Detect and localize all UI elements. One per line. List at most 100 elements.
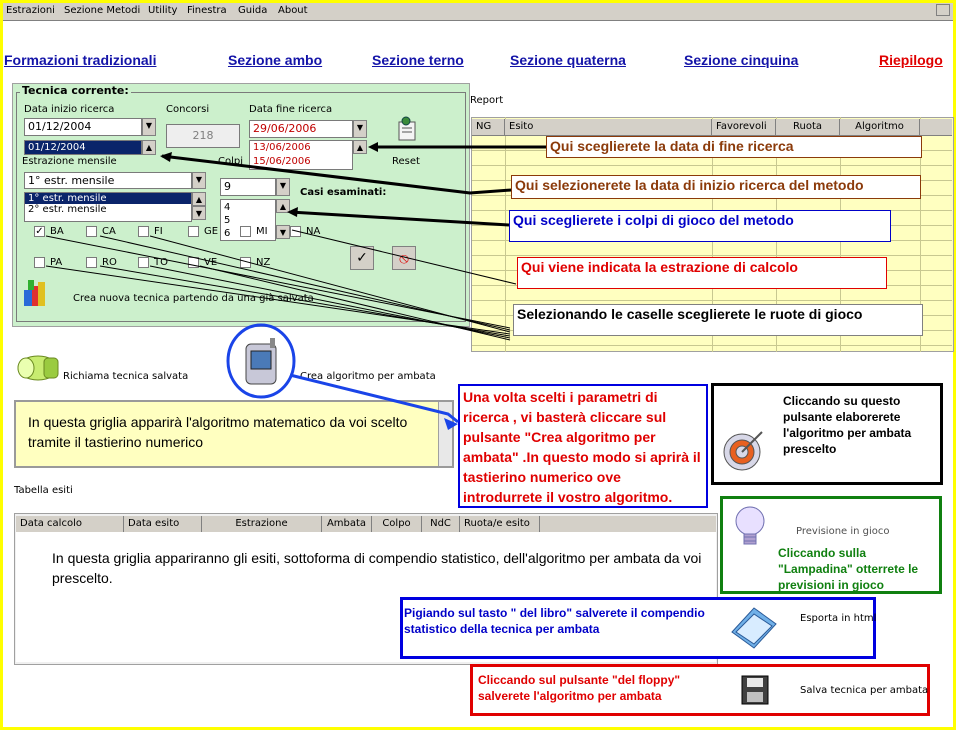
menu-estrazioni[interactable]: Estrazioni xyxy=(6,5,55,16)
column-header[interactable]: Ambata xyxy=(322,516,372,533)
column-header[interactable]: Colpo xyxy=(372,516,422,533)
estrazione-list-item[interactable]: 2° estr. mensile xyxy=(28,204,107,215)
ruota-label: PA xyxy=(50,257,63,268)
deselect-all-stop-button[interactable]: ⦸ xyxy=(392,246,416,270)
reset-label: Reset xyxy=(392,156,420,167)
ruota-ba-checkbox[interactable]: ✓ xyxy=(34,226,45,237)
ruota-to-checkbox[interactable] xyxy=(138,257,149,268)
data-inizio-label: Data inizio ricerca xyxy=(24,104,115,115)
lampadina-icon[interactable] xyxy=(730,503,770,551)
ruota-label: BA xyxy=(50,226,64,237)
ruota-fi-checkbox[interactable] xyxy=(138,226,149,237)
column-header[interactable]: Ruota/e esito xyxy=(460,516,540,533)
ruota-ca-checkbox[interactable] xyxy=(86,226,97,237)
grid-divider xyxy=(920,117,921,352)
estrazione-dropdown-icon[interactable]: ▼ xyxy=(192,172,206,189)
elabora-target-icon[interactable] xyxy=(722,428,766,472)
esporta-label: Esporta in html xyxy=(800,613,877,624)
menu-guida[interactable]: Guida xyxy=(238,5,268,16)
data-fine-list-item[interactable]: 13/06/2006 xyxy=(253,142,311,153)
data-fine-list-item[interactable]: 15/06/2006 xyxy=(253,156,311,167)
menu-sezione-metodi[interactable]: Sezione Metodi xyxy=(64,5,141,16)
data-inizio-dropdown-icon[interactable]: ▼ xyxy=(142,118,156,136)
data-inizio-list-item[interactable]: 01/12/2004 xyxy=(24,140,142,155)
colpi-dropdown-icon[interactable]: ▼ xyxy=(276,178,290,196)
column-header[interactable]: Esito xyxy=(505,119,712,136)
report-header: NG Esito Favorevoli Ruota Algoritmo xyxy=(472,119,952,136)
callout-data-fine: Qui sceglierete la data di fine ricerca xyxy=(546,136,922,158)
column-header[interactable]: NdC xyxy=(422,516,460,533)
previsione-label: Previsione in gioco xyxy=(796,526,890,537)
ruota-ro-checkbox[interactable] xyxy=(86,257,97,268)
estrazione-list[interactable]: 1° estr. mensile 2° estr. mensile xyxy=(24,192,192,222)
estrazione-list-item[interactable]: 1° estr. mensile xyxy=(25,193,191,204)
crea-algoritmo-icon[interactable] xyxy=(242,336,280,386)
data-inizio-scroll-up-icon[interactable]: ▲ xyxy=(142,140,156,155)
crea-algoritmo-label: Crea algoritmo per ambata xyxy=(300,371,436,382)
select-all-check-button[interactable]: ✓ xyxy=(350,246,374,270)
lampadina-text: Cliccando sulla "Lampadina" otterrete le… xyxy=(778,546,919,592)
column-header[interactable]: Ruota xyxy=(776,119,840,136)
callout-colpi: Qui sceglierete i colpi di gioco del met… xyxy=(509,210,891,242)
nav-sezione-cinquina[interactable]: Sezione cinquina xyxy=(684,52,799,68)
ruota-label: VE xyxy=(204,257,218,268)
data-fine-scroll-up-icon[interactable]: ▲ xyxy=(353,140,367,154)
salva-floppy-icon[interactable] xyxy=(740,674,770,706)
algoritmo-scrollbar[interactable] xyxy=(438,402,452,466)
ruota-nz-checkbox[interactable] xyxy=(240,257,251,268)
nav-sezione-terno[interactable]: Sezione terno xyxy=(372,52,464,68)
menu-finestra[interactable]: Finestra xyxy=(187,5,227,16)
ruota-label: GE xyxy=(204,226,219,237)
ruota-mi-checkbox[interactable] xyxy=(240,226,251,237)
ruota-label: TO xyxy=(154,257,168,268)
algoritmo-grid-text: In questa griglia apparirà l'algoritmo m… xyxy=(28,414,408,450)
menu-utility[interactable]: Utility xyxy=(148,5,178,16)
ruota-ve-checkbox[interactable] xyxy=(188,257,199,268)
data-fine-dropdown-icon[interactable]: ▼ xyxy=(353,120,367,138)
data-inizio-combo[interactable]: 01/12/2004 xyxy=(24,118,142,136)
nav-sezione-quaterna[interactable]: Sezione quaterna xyxy=(510,52,626,68)
column-header[interactable]: NG xyxy=(472,119,505,136)
column-header[interactable]: Estrazione xyxy=(202,516,322,533)
nav-formazioni-tradizionali[interactable]: Formazioni tradizionali xyxy=(4,52,157,68)
colpi-list-item[interactable]: 6 xyxy=(224,228,231,239)
richiama-tecnica-icon[interactable] xyxy=(14,344,62,384)
nav-riepilogo[interactable]: Riepilogo xyxy=(879,52,943,68)
menu-about[interactable]: About xyxy=(278,5,308,16)
column-header[interactable]: Data calcolo xyxy=(16,516,124,533)
nuova-tecnica-icon[interactable] xyxy=(22,278,48,308)
data-fine-list[interactable]: 13/06/2006 15/06/2006 xyxy=(249,140,353,170)
estrazione-combo[interactable]: 1° estr. mensile xyxy=(24,172,192,189)
column-header[interactable]: Algoritmo xyxy=(840,119,920,136)
esporta-book-icon[interactable] xyxy=(728,602,780,650)
ruota-pa-checkbox[interactable] xyxy=(34,257,45,268)
data-fine-combo[interactable]: 29/06/2006 xyxy=(249,120,353,138)
salva-label: Salva tecnica per ambata xyxy=(800,685,929,696)
estrazione-scroll-down-icon[interactable]: ▼ xyxy=(192,206,206,220)
column-header[interactable]: Favorevoli xyxy=(712,119,776,136)
libro-text: Pigiando sul tasto " del libro" salveret… xyxy=(404,606,705,636)
richiama-tecnica-label: Richiama tecnica salvata xyxy=(63,371,189,382)
ruota-label: NA xyxy=(306,226,321,237)
colpi-scroll-down-icon[interactable]: ▼ xyxy=(276,225,290,239)
callout-estrazione: Qui viene indicata la estrazione di calc… xyxy=(517,257,887,289)
colpi-combo[interactable]: 9 xyxy=(220,178,276,196)
colpi-scroll-up-icon[interactable]: ▲ xyxy=(276,199,290,213)
column-header[interactable]: Data esito xyxy=(124,516,202,533)
nuova-tecnica-label: Crea nuova tecnica partendo da una già s… xyxy=(73,293,314,304)
estrazione-scroll-up-icon[interactable]: ▲ xyxy=(192,192,206,206)
casi-esaminati-label: Casi esaminati: xyxy=(300,187,387,198)
ruota-na-checkbox[interactable] xyxy=(290,226,301,237)
callout-data-inizio: Qui selezionerete la data di inizio rice… xyxy=(511,175,921,199)
nav-sezione-ambo[interactable]: Sezione ambo xyxy=(228,52,323,68)
window-close-button[interactable] xyxy=(936,4,950,16)
colpi-list-item[interactable]: 5 xyxy=(224,215,231,226)
reset-icon[interactable] xyxy=(396,116,418,142)
elabora-text: Cliccando su questo pulsante elaborerete… xyxy=(783,394,912,456)
ruota-label: CA xyxy=(102,226,116,237)
ruota-ge-checkbox[interactable] xyxy=(188,226,199,237)
colpi-label: Colpi xyxy=(218,156,244,167)
colpi-list-item[interactable]: 4 xyxy=(224,202,231,213)
report-label: Report xyxy=(470,95,504,106)
data-fine-label: Data fine ricerca xyxy=(249,104,333,115)
